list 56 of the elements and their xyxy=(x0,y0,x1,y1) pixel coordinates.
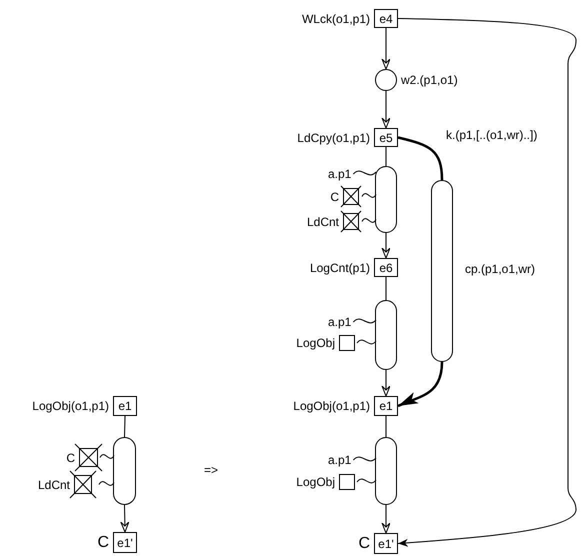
node-label: LdCnt xyxy=(306,214,339,228)
node-label: WLck(o1,p1) xyxy=(302,12,370,26)
wavy-line xyxy=(352,318,376,324)
crossed-out-box xyxy=(69,470,97,499)
node-label: LogObj xyxy=(296,336,335,350)
wavy-line xyxy=(352,170,376,176)
event-box: e6 xyxy=(374,258,398,277)
empty-box xyxy=(339,335,355,351)
wavy-line xyxy=(356,340,376,344)
capsule-shape xyxy=(431,180,453,362)
arrow xyxy=(382,28,390,70)
node-label: C xyxy=(358,534,370,552)
event-box: e5 xyxy=(374,128,398,147)
node-label: w2.(p1,o1) xyxy=(401,73,458,87)
node-label: cp.(p1,o1,wr) xyxy=(465,262,536,276)
wavy-line xyxy=(362,193,376,198)
arrow xyxy=(382,90,390,128)
event-box: e1 xyxy=(374,396,398,416)
capsule-shape xyxy=(375,300,397,370)
node-label: C xyxy=(330,190,339,204)
transform-arrow-text: => xyxy=(204,463,218,477)
node-label: LdCnt xyxy=(38,478,70,492)
state-circle xyxy=(375,69,397,91)
node-label: LogObj xyxy=(296,475,335,489)
node-text: a.p1 xyxy=(328,315,352,329)
wavy-line xyxy=(352,456,376,462)
node-label: LogObj(o1,p1) xyxy=(32,399,109,413)
wavy-line xyxy=(98,481,114,486)
node-text: a.p1 xyxy=(328,167,352,181)
bracket-connector xyxy=(398,18,576,547)
node-label: LogCnt(p1) xyxy=(310,260,370,274)
arrow xyxy=(382,232,390,258)
crossed-out-box xyxy=(340,185,362,208)
arrow xyxy=(398,362,444,408)
crossed-out-box xyxy=(340,210,362,233)
wavy-line xyxy=(362,218,376,223)
arrow xyxy=(382,370,390,396)
node-text: a.p1 xyxy=(328,453,352,467)
node-label: LogObj(o1,p1) xyxy=(293,399,370,413)
node-label: C xyxy=(66,450,75,464)
crossed-out-box xyxy=(74,443,103,472)
capsule-shape xyxy=(375,166,397,233)
wavy-line xyxy=(100,454,114,459)
event-box: e4 xyxy=(374,9,398,28)
capsule-shape xyxy=(113,437,136,505)
wavy-line xyxy=(356,478,376,484)
node-label: C xyxy=(97,534,109,552)
empty-box xyxy=(339,474,355,490)
event-box: e1' xyxy=(113,532,137,553)
edge-label: k.(p1,[..(o1,wr)..]) xyxy=(446,128,538,142)
event-box: e1 xyxy=(113,396,137,416)
arrow xyxy=(120,504,130,532)
event-box: e1' xyxy=(374,533,398,554)
node-label: LdCpy(o1,p1) xyxy=(297,130,370,144)
arrow xyxy=(382,504,390,534)
capsule-shape xyxy=(375,437,397,505)
